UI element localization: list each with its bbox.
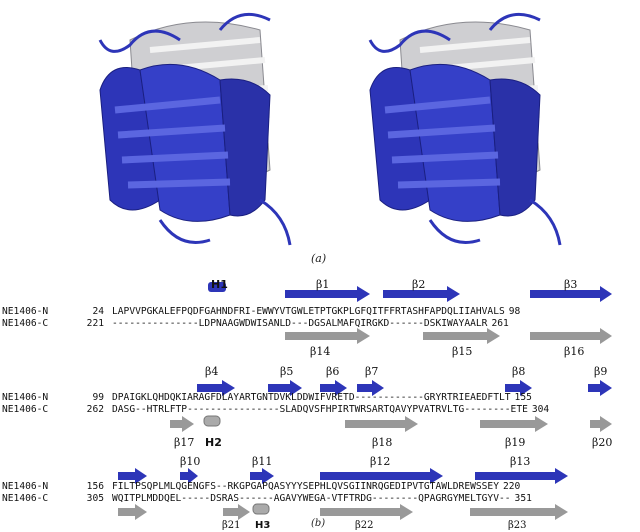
label-beta4: β4 — [205, 365, 219, 378]
beta-extra-c-arrow — [118, 504, 147, 520]
label-beta1: β1 — [316, 278, 330, 291]
label-beta20: β20 — [592, 436, 613, 449]
label-beta12: β12 — [370, 455, 391, 468]
beta21-arrow — [223, 504, 250, 520]
beta4-arrow — [197, 380, 235, 396]
label-beta23: β23 — [508, 520, 527, 531]
beta23-arrow — [470, 504, 568, 520]
label-beta10: β10 — [180, 455, 201, 468]
beta6-arrow — [320, 380, 347, 396]
label-beta21: β21 — [222, 520, 241, 531]
label-beta8: β8 — [512, 365, 526, 378]
panel-a-label: (a) — [311, 252, 327, 265]
beta8-arrow — [505, 380, 532, 396]
label-beta5: β5 — [280, 365, 294, 378]
helix-h3-icon — [252, 503, 270, 515]
label-beta16: β16 — [564, 345, 585, 358]
label-beta13: β13 — [510, 455, 531, 468]
beta16-arrow — [530, 328, 612, 344]
label-beta22: β22 — [355, 520, 374, 531]
label-beta3: β3 — [564, 278, 578, 291]
ribbon-right — [370, 14, 560, 245]
beta13-arrow — [475, 468, 568, 484]
label-beta2: β2 — [412, 278, 426, 291]
beta12-arrow — [320, 468, 443, 484]
beta15-arrow — [423, 328, 500, 344]
beta17-arrow — [170, 416, 194, 432]
label-h3: H3 — [255, 520, 271, 531]
beta20-arrow — [590, 416, 612, 432]
label-h2: H2 — [205, 436, 222, 449]
beta2-arrow — [383, 286, 460, 302]
label-beta9: β9 — [594, 365, 608, 378]
label-beta18: β18 — [372, 436, 393, 449]
label-beta14: β14 — [310, 345, 331, 358]
label-h1: H1 — [211, 278, 228, 291]
secondary-structure-annotations — [118, 282, 612, 520]
ribbon-left — [100, 14, 290, 245]
beta9-arrow — [588, 380, 612, 396]
beta22-arrow — [320, 504, 413, 520]
beta-extra-arrow — [118, 468, 147, 484]
label-beta6: β6 — [326, 365, 340, 378]
beta1-arrow — [285, 286, 370, 302]
label-beta17: β17 — [174, 436, 195, 449]
beta3-arrow — [530, 286, 612, 302]
panel-b-label: (b) — [311, 518, 326, 529]
label-beta19: β19 — [505, 436, 526, 449]
beta11-arrow — [250, 468, 274, 484]
label-beta7: β7 — [365, 365, 379, 378]
stereo-structure-panel — [0, 0, 640, 265]
stereo-ribbon-image — [0, 0, 640, 265]
label-beta15: β15 — [452, 345, 473, 358]
beta14-arrow — [285, 328, 370, 344]
beta18-arrow — [345, 416, 418, 432]
label-beta11: β11 — [252, 455, 273, 468]
beta19-arrow — [480, 416, 548, 432]
helix-h1-icon — [208, 282, 226, 292]
helix-h2-icon — [203, 415, 221, 427]
beta7-arrow — [357, 380, 384, 396]
beta10-arrow — [180, 468, 198, 484]
beta5-arrow — [268, 380, 302, 396]
